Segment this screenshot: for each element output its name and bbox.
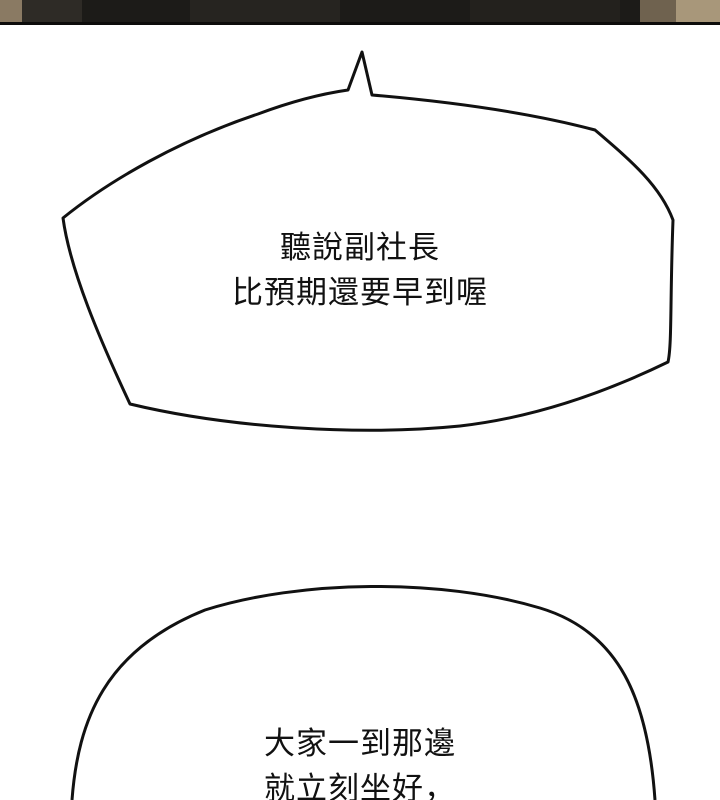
- panel-art-left-highlight: [0, 0, 22, 24]
- speech-bubble-2-text: 大家一到那邊 就立刻坐好，: [0, 722, 720, 800]
- top-panel-artwork: [0, 0, 720, 28]
- bubble-2-line-1: 大家一到那邊: [264, 726, 456, 762]
- bubble-1-line-2: 比預期還要早到喔: [232, 275, 488, 311]
- speech-bubble-1: [61, 50, 675, 432]
- bubble-1-line-1: 聽說副社長: [280, 230, 440, 266]
- panel-art-shadow: [22, 0, 82, 24]
- panel-art-window: [676, 0, 720, 24]
- speech-bubble-1-text: 聽說副社長 比預期還要早到喔: [0, 226, 720, 316]
- panel-art-figure-2: [470, 0, 620, 24]
- bubble-2-line-2: 就立刻坐好，: [264, 771, 456, 800]
- panel-art-figure: [190, 0, 340, 24]
- panel-border: [0, 22, 720, 25]
- panel-artwork-svg: [0, 0, 720, 28]
- speech-bubble-2: [70, 584, 657, 800]
